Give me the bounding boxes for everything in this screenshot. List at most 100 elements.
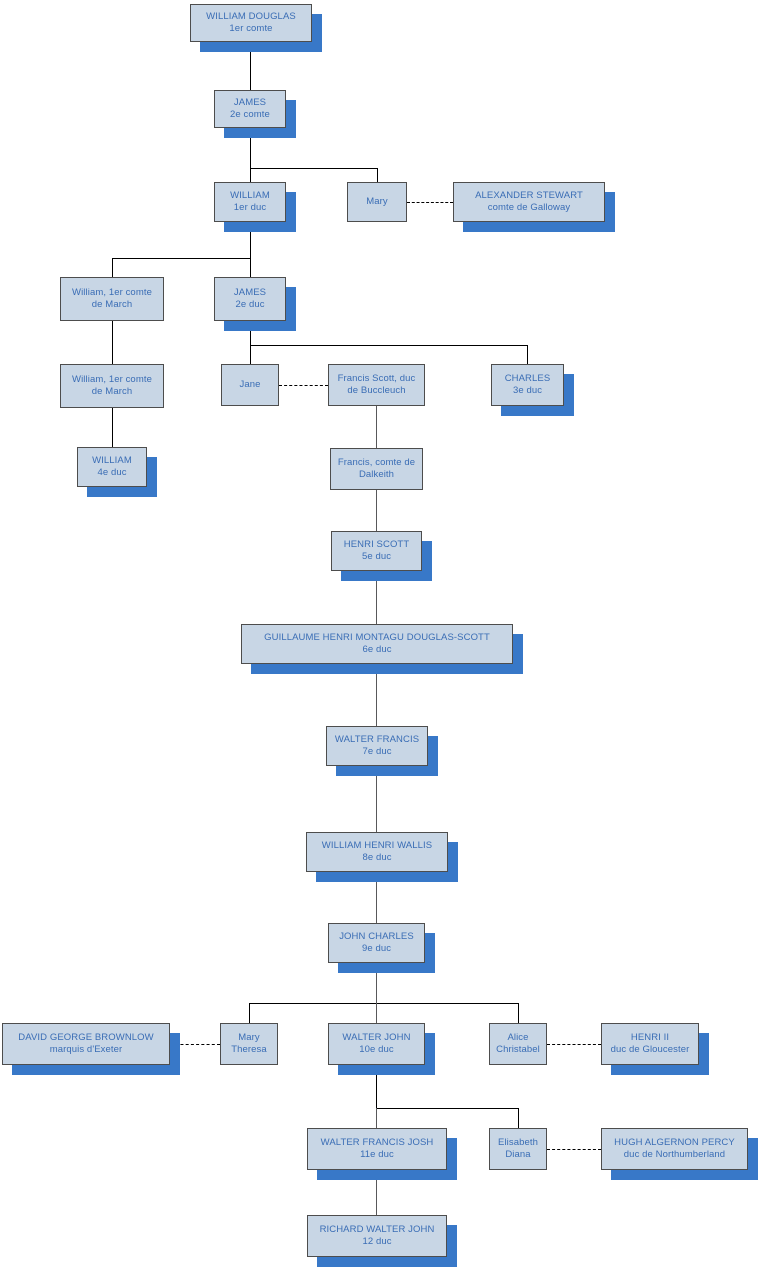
marriage-link-jane-francis-scott: [279, 385, 328, 386]
connector-francis-scott-to-dalkeith: [376, 406, 377, 448]
connector-march1-to-march2: [112, 321, 113, 364]
node-title: Christabel: [496, 1044, 540, 1055]
connector-10e-duc-to-elisabeth: [518, 1108, 519, 1128]
node-name: WALTER FRANCIS JOSH: [320, 1137, 434, 1148]
node-name: Francis, comte de: [337, 457, 416, 468]
node-title: 8e duc: [362, 852, 392, 863]
connector-james-fork-bar: [250, 168, 378, 169]
connector-9e-duc-to-alice: [518, 1003, 519, 1023]
node-name: WILLIAM DOUGLAS: [206, 11, 296, 22]
node-title: 2e comte: [230, 109, 270, 120]
node-title: 1er comte: [229, 23, 273, 34]
node-title: Theresa: [231, 1044, 267, 1055]
node-title: 10e duc: [359, 1044, 394, 1055]
node-name: William, 1er comte: [72, 374, 152, 385]
node-title: duc de Northumberland: [623, 1149, 726, 1160]
connector-james-2e-duc-fork-bar: [250, 345, 528, 346]
node-name: DAVID GEORGE BROWNLOW: [18, 1032, 154, 1043]
node-name: Elisabeth: [498, 1137, 538, 1148]
connector-10e-duc-fork-bar: [376, 1108, 519, 1109]
node-title: comte de Galloway: [487, 202, 571, 213]
node-name: WALTER FRANCIS: [334, 734, 420, 745]
marriage-link-alice-henri-ii: [547, 1044, 601, 1045]
node-name: RICHARD WALTER JOHN: [319, 1224, 435, 1235]
connector-james-to-william-1er-duc: [250, 168, 251, 182]
connector-9e-duc-fork-bar: [249, 1003, 519, 1004]
connector-9e-duc-to-walter-john: [376, 1003, 377, 1023]
node-title: 6e duc: [362, 644, 392, 655]
connector-10e-duc-stem: [376, 1065, 377, 1108]
node-title: de March: [91, 299, 133, 310]
node-name: WILLIAM: [92, 455, 132, 466]
node-title: 5e duc: [361, 551, 392, 562]
node-title: 3e duc: [512, 385, 543, 396]
node-name: JAMES: [233, 97, 267, 108]
node-name: JOHN CHARLES: [339, 931, 414, 942]
node-name: Mary: [366, 196, 388, 207]
node-name: Jane: [239, 379, 261, 390]
connector-dalkeith-to-henri-scott: [376, 490, 377, 531]
node-title: Diana: [505, 1149, 531, 1160]
connector-henri-scott-to-6e-duc: [376, 571, 377, 624]
connector-william-douglas-to-james: [250, 42, 251, 90]
connector-william-1er-duc-fork-bar: [112, 258, 251, 259]
connector-james-stem: [250, 128, 251, 168]
node-title: 1er duc: [233, 202, 267, 213]
connector-6e-duc-to-7e-duc: [376, 664, 377, 726]
node-name: Alice: [507, 1032, 529, 1043]
node-name: Mary: [238, 1032, 260, 1043]
node-name: GUILLAUME HENRI MONTAGU DOUGLAS-SCOTT: [264, 632, 490, 643]
node-title: 12 duc: [362, 1236, 392, 1247]
connector-7e-duc-to-8e-duc: [376, 766, 377, 832]
node-name: WALTER JOHN: [342, 1032, 411, 1043]
node-name: WILLIAM: [230, 190, 270, 201]
node-box[interactable]: Mary: [347, 182, 407, 222]
node-title: 11e duc: [360, 1149, 394, 1160]
marriage-link-mary-alexander: [407, 202, 453, 203]
connector-james-2e-duc-stem: [250, 321, 251, 345]
connector-march2-to-william-4e-duc: [112, 408, 113, 447]
node-title: 4e duc: [97, 467, 127, 478]
node-name: Francis Scott, duc: [337, 373, 416, 384]
node-name: William, 1er comte: [72, 287, 152, 298]
connector-9e-duc-stem: [376, 963, 377, 1003]
connector-11e-duc-to-12-duc: [376, 1170, 377, 1215]
node-title: de Buccleuch: [347, 385, 406, 396]
node-name: HENRI SCOTT: [343, 539, 410, 550]
node-title: marquis d'Exeter: [49, 1044, 123, 1055]
node-title: Dalkeith: [358, 469, 395, 480]
node-title: duc de Gloucester: [610, 1044, 690, 1055]
connector-9e-duc-to-mary-theresa: [249, 1003, 250, 1023]
connector-8e-duc-to-9e-duc: [376, 872, 377, 923]
node-box[interactable]: Jane: [221, 364, 279, 406]
node-title: 7e duc: [362, 746, 392, 757]
node-name: JAMES: [233, 287, 267, 298]
marriage-link-brownlow-mary-theresa: [170, 1044, 220, 1045]
node-name: HUGH ALGERNON PERCY: [614, 1137, 735, 1148]
